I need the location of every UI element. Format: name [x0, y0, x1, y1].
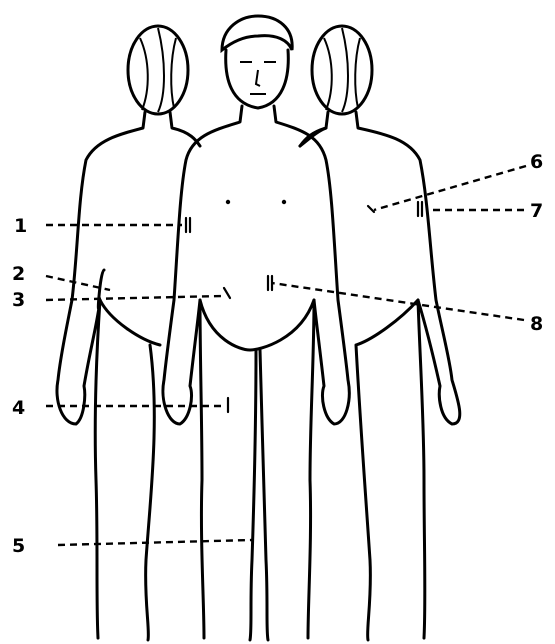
label-8: 8 [530, 313, 543, 335]
back-view-figure-right [300, 26, 460, 640]
right-figure-head [312, 26, 372, 114]
leader-6 [374, 166, 526, 210]
injection-site-marks [186, 202, 422, 412]
label-4: 4 [12, 397, 25, 419]
label-3: 3 [12, 289, 25, 311]
label-2: 2 [12, 263, 25, 285]
label-1: 1 [14, 215, 27, 237]
back-view-figure-left [57, 26, 200, 640]
label-6: 6 [530, 151, 543, 173]
number-labels: 1 2 3 4 5 6 7 8 [12, 151, 543, 557]
leader-lines [46, 166, 526, 545]
left-figure-head [128, 26, 188, 114]
center-figure-hair [222, 16, 292, 50]
site-mark-8 [268, 276, 272, 290]
site-mark-6 [368, 206, 374, 212]
site-mark-3 [224, 288, 230, 298]
label-5: 5 [12, 535, 25, 557]
front-view-figure-center [163, 16, 349, 640]
site-mark-1 [186, 218, 190, 232]
label-7: 7 [530, 200, 543, 222]
leader-5 [58, 540, 252, 545]
left-figure-outline [57, 112, 200, 638]
leader-8 [272, 283, 524, 320]
site-mark-7 [418, 202, 422, 216]
